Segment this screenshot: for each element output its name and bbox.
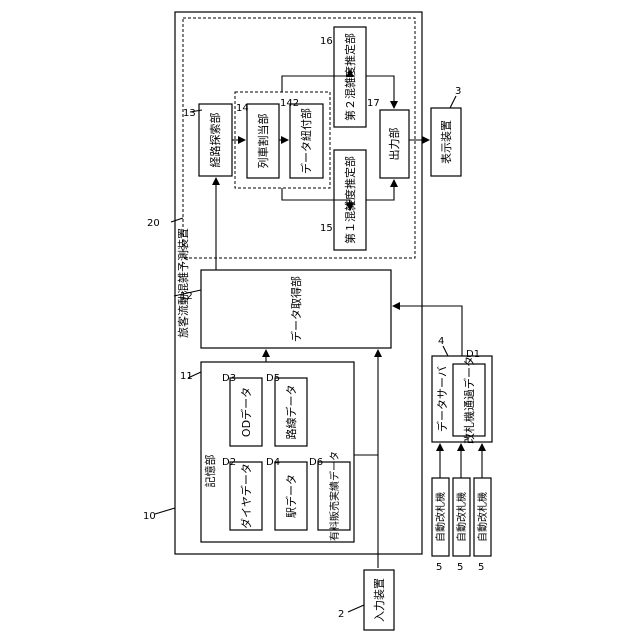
gate-label-2: 自動改札機 — [455, 492, 468, 542]
gate-label-3: 自動改札機 — [476, 492, 489, 542]
dia-data-label: ダイヤデータ — [239, 463, 253, 529]
od-data-label: ODデータ — [239, 387, 253, 437]
display-label: 表示装置 — [439, 120, 453, 164]
ref-5a: 5 — [436, 562, 442, 573]
data-attach-label: データ紐付部 — [299, 108, 313, 174]
ref-D3: D3 — [222, 373, 236, 384]
ref-16: 16 — [320, 36, 333, 47]
cong1-label: 第１混雑度推定部 — [343, 156, 357, 244]
storage-label: 記憶部 — [203, 455, 217, 488]
route-search-label: 経路探索部 — [208, 113, 222, 168]
gate-data-label: 改札機通過データ — [462, 356, 476, 444]
ref-D5: D5 — [266, 373, 280, 384]
ref-15: 15 — [320, 223, 333, 234]
route-data-label: 路線データ — [284, 385, 298, 440]
ticket-data-label: 有料販売実績データ — [328, 451, 341, 541]
server-label: データサーバ — [435, 366, 449, 432]
ref-D2: D2 — [222, 457, 236, 468]
ref-13: 13 — [183, 108, 196, 119]
ref-D6: D6 — [309, 457, 323, 468]
ref-5c: 5 — [478, 562, 484, 573]
leader-10 — [155, 508, 175, 514]
device-title: 旅客流動混雑予測装置 — [176, 228, 190, 338]
ref-12: 12 — [180, 291, 193, 302]
gate-label-1: 自動改札機 — [434, 492, 447, 542]
ref-4: 4 — [438, 336, 444, 347]
ref-17: 17 — [367, 98, 380, 109]
ref-11: 11 — [180, 371, 193, 382]
leader-2 — [348, 605, 364, 612]
cong2-label: 第２混雑度推定部 — [343, 33, 357, 121]
leader-3 — [450, 96, 456, 108]
ref-D4: D4 — [266, 457, 280, 468]
input-label: 入力装置 — [373, 578, 386, 622]
ref-10: 10 — [143, 511, 156, 522]
data-acq-label: データ取得部 — [289, 276, 303, 342]
ref-14: 14 — [236, 103, 249, 114]
ref-2: 2 — [338, 609, 344, 620]
output-label: 出力部 — [387, 128, 401, 161]
leader-4 — [443, 346, 448, 356]
ref-3: 3 — [455, 86, 461, 97]
ref-142: 142 — [280, 98, 299, 109]
ref-5b: 5 — [457, 562, 463, 573]
ref-D1: D1 — [466, 349, 480, 360]
ref-20: 20 — [147, 218, 160, 229]
train-assign-label: 列車割当部 — [256, 114, 270, 169]
station-data-label: 駅データ — [284, 474, 298, 518]
